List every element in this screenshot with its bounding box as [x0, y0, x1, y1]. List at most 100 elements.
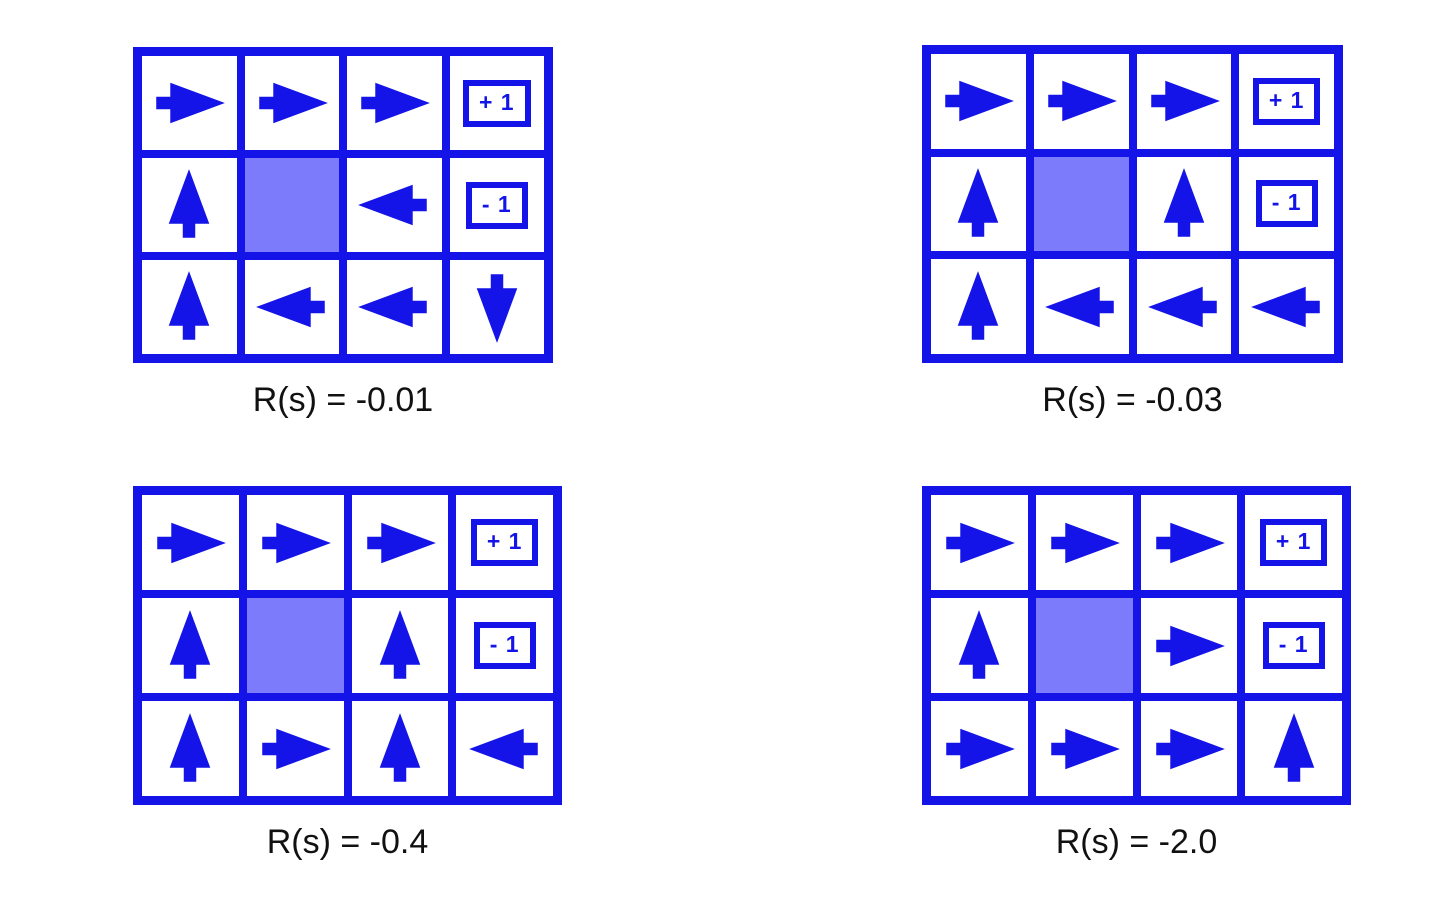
terminal-positive-icon: + 1	[1252, 77, 1321, 125]
grid-cell-up	[142, 158, 237, 252]
grid-cell-terminal: + 1	[1239, 54, 1334, 149]
arrow-right-icon	[1145, 62, 1223, 140]
grid-cell-down	[449, 260, 544, 354]
panel-caption: R(s) = -0.01	[252, 381, 434, 419]
panel-caption: R(s) = -0.03	[1042, 381, 1223, 419]
arrow-right-icon	[1042, 62, 1120, 140]
policy-grid-panel-bottom-right: + 1 - 1	[922, 486, 1351, 805]
terminal-label: + 1	[1275, 528, 1312, 554]
terminal-negative-icon: - 1	[465, 181, 528, 229]
grid-cell-left	[1033, 259, 1129, 354]
grid-cell-left	[456, 701, 553, 796]
grid-cell-terminal: + 1	[456, 495, 553, 590]
wall-cell	[1035, 598, 1133, 693]
grid-cell-left	[244, 260, 339, 354]
grid-cell-up	[1245, 701, 1342, 796]
arrow-up-icon	[150, 166, 228, 244]
arrow-right-icon	[939, 62, 1017, 140]
grid-cell-up	[931, 156, 1026, 252]
panel-caption: R(s) = -2.0	[1055, 823, 1218, 861]
grid-cell-left	[1136, 259, 1232, 354]
arrow-right-icon	[940, 710, 1018, 788]
terminal-positive-icon: + 1	[462, 79, 531, 127]
policy-panel-top-left: + 1 - 1 R(s) = -0.01	[133, 47, 553, 447]
grid-cell-up	[931, 598, 1028, 693]
grid-cell-right	[1033, 54, 1129, 149]
terminal-label: + 1	[478, 88, 515, 115]
terminal-negative-icon: - 1	[1255, 180, 1318, 228]
arrow-up-icon	[939, 165, 1017, 243]
grid-cell-left	[347, 260, 442, 354]
terminal-label: - 1	[1278, 631, 1309, 657]
arrow-up-icon	[940, 607, 1018, 685]
grid-cell-up	[1136, 156, 1232, 252]
grid-cell-right	[1035, 701, 1133, 796]
arrow-right-icon	[253, 64, 331, 142]
policy-panel-bottom-left: + 1 - 1 R(s) = -0.4	[133, 486, 562, 886]
arrow-right-icon	[1150, 710, 1228, 788]
grid-cell-up	[931, 259, 1026, 354]
terminal-label: + 1	[1268, 86, 1305, 113]
arrow-left-icon	[466, 710, 544, 788]
arrow-left-icon	[1248, 268, 1326, 346]
arrow-up-icon	[150, 268, 228, 346]
grid-cell-terminal: - 1	[449, 158, 544, 252]
arrow-right-icon	[1150, 607, 1228, 685]
terminal-negative-icon: - 1	[1262, 622, 1325, 669]
arrow-up-icon	[151, 607, 229, 685]
grid-cell-terminal: - 1	[1245, 598, 1342, 693]
policy-panel-bottom-right: + 1 - 1 R(s) = -2.0	[922, 486, 1351, 886]
grid-cell-right	[142, 56, 237, 150]
policy-grid-panel-top-right: + 1 - 1	[922, 45, 1343, 363]
grid-cell-up	[142, 260, 237, 354]
arrow-right-icon	[355, 64, 433, 142]
grid-cell-right	[347, 56, 442, 150]
arrow-left-icon	[355, 166, 433, 244]
grid-cell-up	[351, 701, 449, 796]
grid-cell-right	[931, 495, 1028, 590]
arrow-up-icon	[1145, 165, 1223, 243]
arrow-left-icon	[1145, 268, 1223, 346]
grid-cell-right	[1140, 598, 1238, 693]
terminal-label: - 1	[1271, 189, 1302, 216]
grid-cell-right	[351, 495, 449, 590]
wall-cell	[246, 598, 344, 693]
arrow-right-icon	[256, 504, 334, 582]
arrow-down-icon	[458, 268, 536, 346]
policy-grid-panel-bottom-left: + 1 - 1	[133, 486, 562, 805]
arrow-up-icon	[939, 268, 1017, 346]
grid-cell-terminal: - 1	[1239, 156, 1334, 252]
arrow-up-icon	[361, 710, 439, 788]
grid-cell-right	[931, 701, 1028, 796]
grid-cell-up	[142, 598, 239, 693]
arrow-right-icon	[361, 504, 439, 582]
grid-cell-terminal: + 1	[1245, 495, 1342, 590]
arrow-up-icon	[361, 607, 439, 685]
grid-cell-right	[142, 495, 239, 590]
grid-cell-right	[246, 701, 344, 796]
arrow-left-icon	[355, 268, 433, 346]
terminal-positive-icon: + 1	[470, 519, 539, 566]
arrow-right-icon	[151, 504, 229, 582]
terminal-positive-icon: + 1	[1259, 519, 1328, 566]
wall-cell	[1033, 156, 1129, 252]
grid-cell-terminal: - 1	[456, 598, 553, 693]
arrow-up-icon	[151, 710, 229, 788]
grid-cell-right	[1140, 495, 1238, 590]
panel-caption: R(s) = -0.4	[266, 823, 429, 861]
terminal-label: - 1	[481, 190, 512, 217]
grid-cell-left	[347, 158, 442, 252]
grid-cell-right	[1035, 495, 1133, 590]
grid-cell-right	[931, 54, 1026, 149]
grid-cell-right	[1136, 54, 1232, 149]
grid-cell-up	[142, 701, 239, 796]
grid-cell-terminal: + 1	[449, 56, 544, 150]
grid-cell-up	[351, 598, 449, 693]
terminal-negative-icon: - 1	[473, 622, 536, 669]
arrow-right-icon	[150, 64, 228, 142]
arrow-left-icon	[253, 268, 331, 346]
grid-cell-right	[246, 495, 344, 590]
grid-cell-right	[1140, 701, 1238, 796]
terminal-label: - 1	[489, 631, 520, 657]
